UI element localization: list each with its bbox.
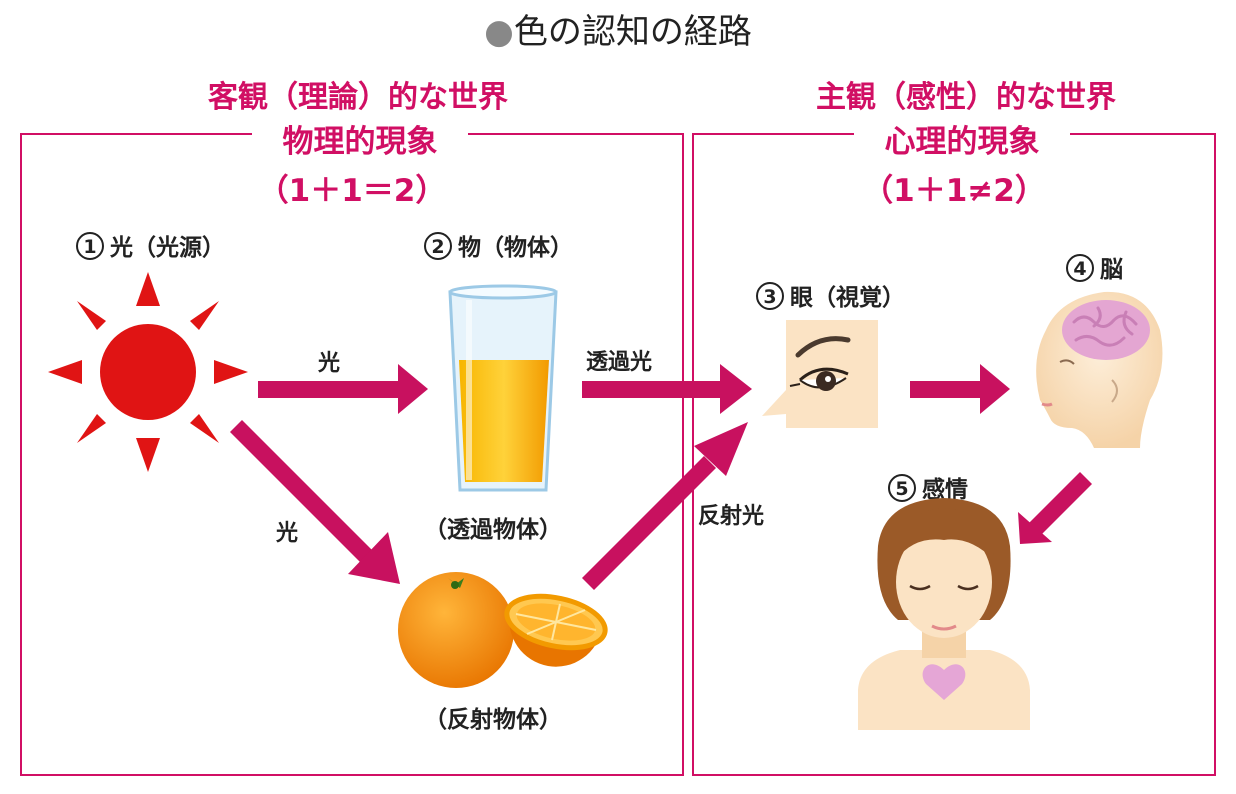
arrow-light-to-glass	[258, 364, 428, 414]
eye-text: 眼（視覚）	[790, 285, 905, 311]
arrow-transmitted-light	[582, 364, 752, 414]
flow-label-reflected: 反射光	[698, 504, 765, 529]
flow-label-light-top: 光	[318, 351, 341, 376]
psychological-phenomenon-label: 心理的現象	[854, 116, 1070, 161]
arrow-reflected-light	[582, 422, 748, 590]
number-badge: 1	[76, 232, 104, 260]
flow-label-transmitted: 透過光	[586, 350, 653, 375]
physical-phenomenon-label: 物理的現象	[252, 116, 468, 161]
transmissive-object-caption: （透過物体）	[424, 517, 562, 543]
arrow-brain-to-emotion	[1018, 472, 1092, 544]
object-text: 物（物体）	[458, 235, 573, 261]
physical-formula: （1＋1＝2）	[257, 173, 447, 209]
number-badge: 4	[1066, 254, 1094, 282]
diagram-title: ●色の認知の経路	[0, 4, 1236, 53]
title-bullet: ●	[484, 12, 514, 52]
flow-label-light-bottom: 光	[276, 521, 299, 546]
psychological-formula: （1＋1≠2）	[862, 173, 1046, 209]
woman-icon	[858, 498, 1030, 730]
arrows	[230, 364, 1092, 590]
number-badge: 3	[756, 282, 784, 310]
reflective-object-caption: （反射物体）	[424, 707, 562, 733]
number-badge: 5	[888, 474, 916, 502]
eye-icon	[762, 320, 878, 428]
number-badge: 2	[424, 232, 452, 260]
subjective-world-heading: 主観（感性）的な世界	[816, 80, 1116, 115]
title-text: 色の認知の経路	[513, 12, 752, 52]
head-brain-icon	[1036, 291, 1163, 448]
light-source-text: 光（光源）	[110, 235, 225, 261]
brain-text: 脳	[1100, 257, 1123, 283]
sun-icon	[48, 272, 248, 472]
arrow-light-to-orange	[230, 420, 400, 584]
objective-world-heading: 客観（理論）的な世界	[208, 80, 508, 115]
orange-icon	[398, 572, 608, 688]
arrow-eye-to-brain	[910, 364, 1010, 414]
juice-glass-icon	[448, 284, 558, 492]
